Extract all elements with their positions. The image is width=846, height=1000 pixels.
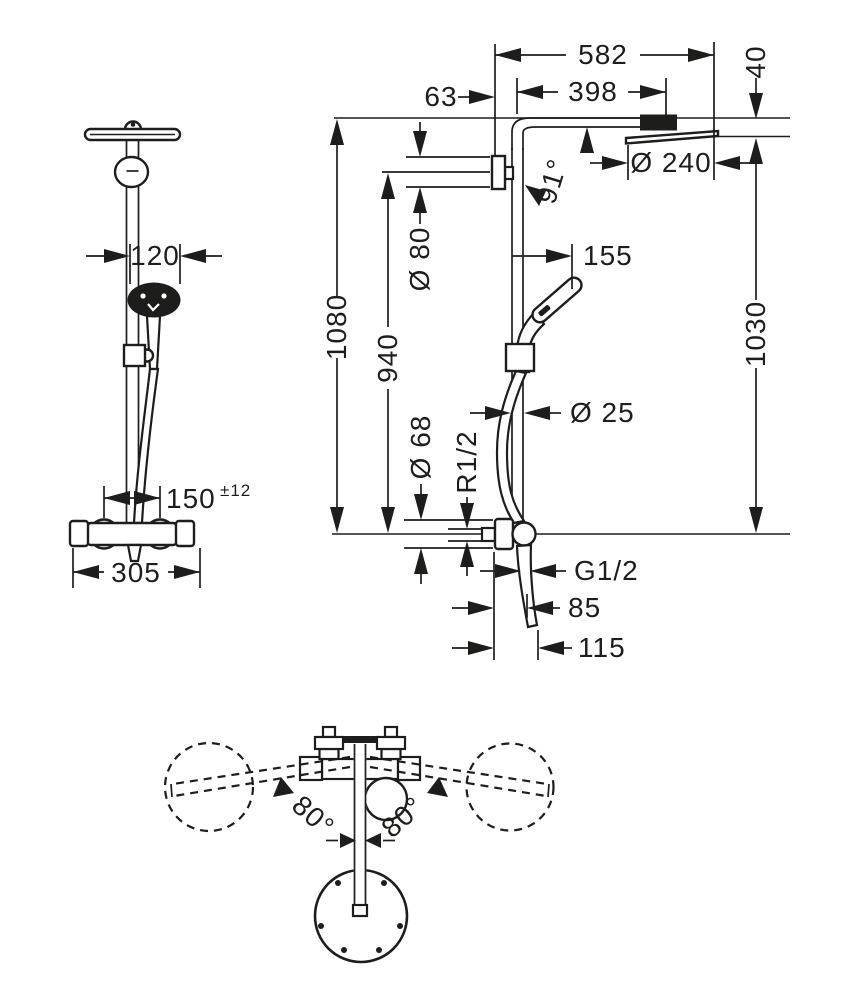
dim-91deg: 91°	[525, 127, 594, 207]
side-arm-connector	[640, 114, 677, 131]
front-slider-clamp	[122, 343, 155, 368]
dim-582: 582	[494, 39, 715, 180]
dim-940: 940	[372, 173, 403, 533]
dim-80deg-left-label: 80°	[286, 789, 340, 842]
dim-80-label: Ø 80	[404, 227, 435, 292]
dim-85-label: 85	[568, 592, 601, 623]
dim-940-label: 940	[372, 333, 403, 383]
dim-240: Ø 240	[590, 145, 757, 180]
dim-1030-label: 1030	[740, 301, 771, 367]
overhead-shower-screws	[318, 880, 403, 953]
dim-r12-label: R1/2	[451, 430, 482, 493]
side-hose	[495, 369, 528, 525]
dim-240-label: Ø 240	[630, 147, 711, 178]
centerline-converge-arrows	[326, 833, 395, 848]
dim-25-label: Ø 25	[570, 397, 635, 428]
top-swivelled-arm-right	[369, 755, 550, 798]
dim-115: 115	[452, 630, 626, 663]
dim-305-label: 305	[111, 557, 161, 588]
dim-155: 155	[512, 240, 633, 289]
front-hand-shower	[127, 282, 181, 371]
dim-91deg-label: 91°	[530, 155, 573, 207]
side-overhead-head	[624, 129, 720, 145]
dim-85: 85	[452, 552, 601, 660]
dim-68-label: Ø 68	[405, 415, 436, 480]
top-swivelled-arm-left	[170, 755, 351, 798]
dim-398: 398	[516, 76, 667, 128]
side-wall-bracket	[490, 154, 515, 191]
dim-120-label: 120	[130, 240, 180, 271]
front-swivel-ring	[113, 155, 150, 189]
dim-398-label: 398	[568, 76, 618, 107]
top-shower-arm	[351, 744, 369, 918]
dim-40-label: 40	[740, 45, 771, 78]
dim-1080: 1080	[321, 119, 352, 533]
side-riser-pipe	[511, 117, 677, 522]
dim-80: Ø 80	[382, 122, 490, 291]
dim-1030: 1030	[740, 162, 771, 533]
top-supply-union-left	[313, 725, 345, 761]
side-slider-clamp	[504, 342, 536, 373]
dim-150: 150 ±12	[103, 481, 251, 518]
front-thermostat-valve	[68, 518, 196, 563]
dim-40: 40	[740, 45, 771, 164]
dim-1080-label: 1080	[321, 294, 352, 360]
swivel-range-circle-left	[163, 741, 255, 833]
dim-63-label: 63	[424, 81, 457, 112]
dim-155-label: 155	[583, 240, 633, 271]
dim-63: 63	[424, 81, 495, 112]
swivel-range-circle-right	[465, 742, 555, 832]
front-shower-bar	[125, 139, 140, 522]
dim-68: Ø 68	[404, 415, 493, 584]
top-wall-plate	[343, 736, 377, 743]
dim-25: Ø 25	[470, 397, 635, 428]
dim-g12-label: G1/2	[574, 555, 639, 586]
dim-120: 120	[86, 240, 222, 284]
swivel-arrow-right	[427, 777, 448, 797]
dim-150-tolerance: ±12	[220, 481, 251, 500]
dim-582-label: 582	[578, 39, 628, 70]
dim-115-label: 115	[578, 632, 626, 663]
side-view: 582 63 398 91°	[321, 39, 790, 663]
swivel-arrow-left	[273, 777, 294, 797]
side-thermostat-valve	[480, 517, 539, 629]
dim-g12: G1/2	[480, 555, 639, 586]
front-view: 120 150 ±12 305	[68, 120, 251, 588]
top-view: 80° 80°	[163, 725, 555, 964]
front-overhead-shower	[83, 120, 182, 142]
dim-150-label: 150	[166, 483, 216, 514]
dim-305: 305	[72, 548, 201, 588]
top-supply-union-right	[375, 725, 407, 761]
dim-r12: R1/2	[448, 430, 482, 576]
